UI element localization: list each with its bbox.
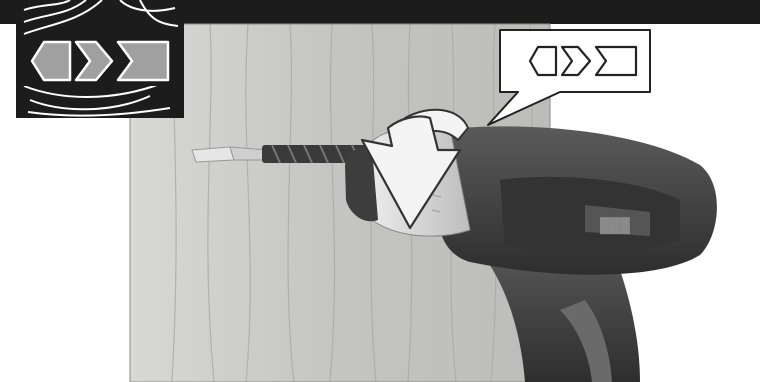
- speed-callout: [488, 30, 650, 125]
- speed-level-indicator: [32, 42, 168, 80]
- svg-text:███: ███: [600, 217, 630, 235]
- wood-material-inset: [16, 0, 184, 118]
- drill-bit: [192, 145, 372, 163]
